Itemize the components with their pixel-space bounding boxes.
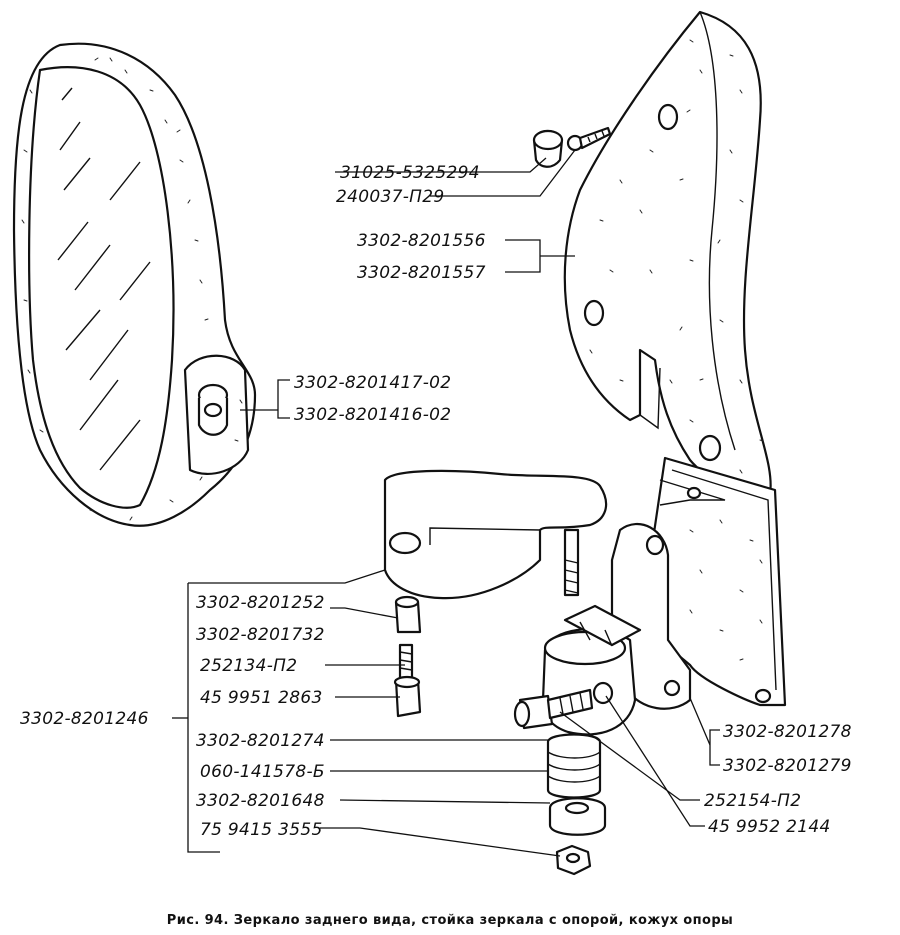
spring-cup bbox=[548, 797, 607, 836]
mirror-arm bbox=[383, 469, 608, 600]
spring bbox=[546, 733, 602, 799]
label-bracket-2: 3302-8201279 bbox=[723, 756, 852, 776]
hex-nut bbox=[555, 844, 592, 876]
label-cover-1: 3302-8201556 bbox=[357, 231, 486, 251]
mirror-frame-texture bbox=[21, 57, 243, 521]
label-spring: 060-141578-Б bbox=[200, 762, 325, 782]
stud-bolt bbox=[398, 643, 414, 680]
label-cover-2: 3302-8201557 bbox=[357, 263, 486, 283]
label-washer-b: 45 9952 2144 bbox=[708, 817, 831, 837]
cap-screw bbox=[532, 129, 564, 168]
label-mirror-2: 3302-8201416-02 bbox=[294, 405, 451, 425]
figure-caption: Рис. 94. Зеркало заднего вида, стойка зе… bbox=[167, 913, 733, 928]
label-post: 3302-8201274 bbox=[196, 731, 325, 751]
label-screw: 240037-П29 bbox=[336, 187, 444, 207]
label-cap-screw: 31025-5325294 bbox=[340, 163, 480, 183]
label-mirror-1: 3302-8201417-02 bbox=[294, 373, 451, 393]
self-tapping-screw bbox=[566, 126, 612, 152]
leader-lines bbox=[172, 149, 720, 857]
spacer-washer bbox=[393, 675, 422, 718]
label-bracket-1: 3302-8201278 bbox=[723, 722, 852, 742]
label-cup: 3302-8201648 bbox=[196, 791, 325, 811]
label-bushing: 3302-8201732 bbox=[196, 625, 325, 645]
label-arm: 3302-8201252 bbox=[196, 593, 325, 613]
label-nut: 75 9415 3555 bbox=[200, 820, 323, 840]
label-bolt: 252134-П2 bbox=[200, 656, 297, 676]
label-group: 3302-8201246 bbox=[20, 709, 149, 729]
hex-bolt bbox=[513, 688, 594, 730]
rear-view-mirror bbox=[12, 42, 257, 527]
label-washer-a: 45 9951 2863 bbox=[200, 688, 323, 708]
bushing bbox=[394, 595, 422, 634]
label-bolt-b: 252154-П2 bbox=[704, 791, 801, 811]
mirror-glass-reflection-lines bbox=[57, 87, 151, 471]
support-cover bbox=[563, 10, 772, 497]
bracket-texture bbox=[689, 519, 763, 661]
mounting-bracket bbox=[648, 456, 787, 707]
cover-texture bbox=[589, 39, 764, 474]
